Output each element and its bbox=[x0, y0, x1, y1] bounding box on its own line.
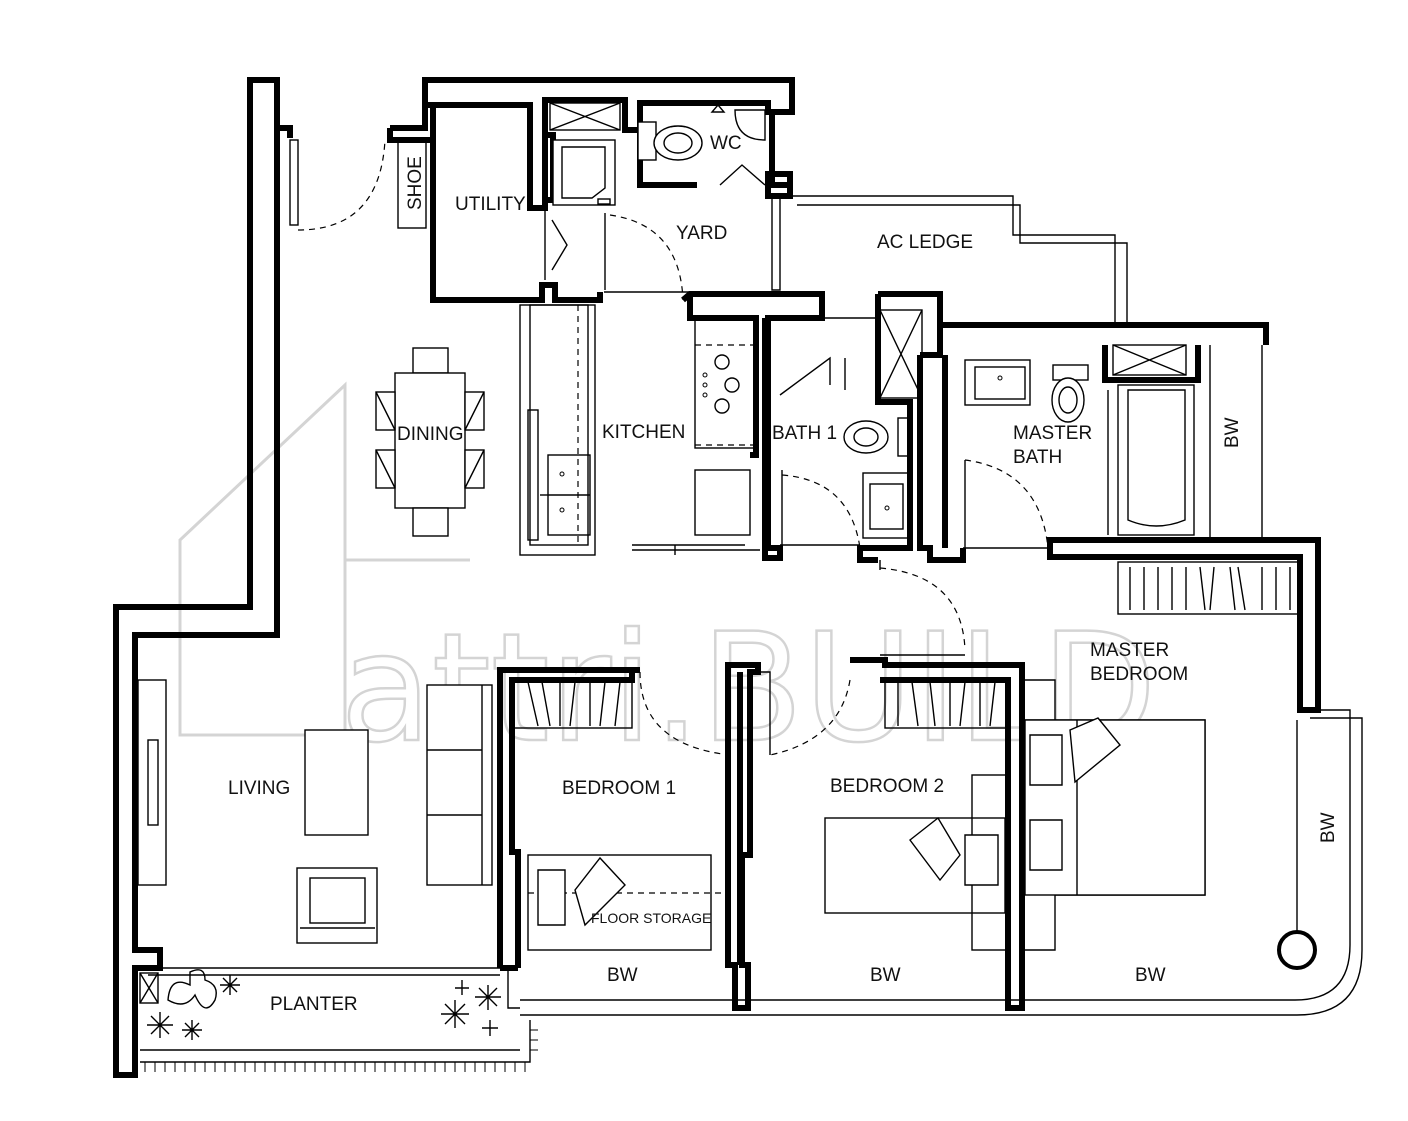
fixtures bbox=[296, 102, 1206, 951]
plant-icon bbox=[455, 980, 469, 995]
label-master-bedroom-line1: MASTER bbox=[1090, 640, 1169, 661]
plants bbox=[147, 969, 501, 1040]
plant-icon bbox=[167, 969, 217, 1009]
planter-ticks bbox=[144, 1029, 538, 1072]
plant-icon bbox=[182, 1020, 202, 1040]
plant-icon bbox=[441, 1000, 469, 1028]
label-bw-right: BW bbox=[1318, 812, 1339, 843]
label-bath-1: BATH 1 bbox=[772, 423, 837, 444]
label-bedroom-2: BEDROOM 2 bbox=[830, 776, 944, 797]
label-utility: UTILITY bbox=[455, 194, 526, 215]
thin-lines bbox=[135, 139, 1363, 1072]
label-dining: DINING bbox=[397, 424, 464, 445]
label-master-bath-line2: BATH bbox=[1013, 447, 1062, 468]
label-yard: YARD bbox=[676, 223, 727, 244]
plant-icon bbox=[147, 1012, 173, 1038]
label-planter: PLANTER bbox=[270, 994, 358, 1015]
label-floor-storage: FLOOR STORAGE bbox=[591, 910, 711, 926]
label-wc: WC bbox=[710, 133, 742, 154]
label-master-bath-line1: MASTER bbox=[1013, 423, 1092, 444]
label-bw-bedroom-2: BW bbox=[870, 965, 901, 986]
label-bw-bedroom-1: BW bbox=[607, 965, 638, 986]
label-bw-master-bath: BW bbox=[1222, 417, 1243, 448]
room-labels: SHOE UTILITY WC YARD AC LEDGE DINING KIT… bbox=[228, 133, 1339, 1015]
door-swings bbox=[297, 103, 1049, 756]
plant-icon bbox=[220, 975, 240, 995]
label-bw-master: BW bbox=[1135, 965, 1166, 986]
label-shoe: SHOE bbox=[405, 156, 426, 210]
label-bedroom-1: BEDROOM 1 bbox=[562, 778, 676, 799]
label-living: LIVING bbox=[228, 778, 290, 799]
wardrobe-hangers-master bbox=[1129, 566, 1291, 611]
walls bbox=[113, 77, 1321, 1078]
plant-icon bbox=[482, 1020, 498, 1036]
label-ac-ledge: AC LEDGE bbox=[877, 232, 973, 253]
label-kitchen: KITCHEN bbox=[602, 422, 685, 443]
label-master-bedroom-line2: BEDROOM bbox=[1090, 664, 1188, 685]
plant-icon bbox=[475, 985, 501, 1010]
